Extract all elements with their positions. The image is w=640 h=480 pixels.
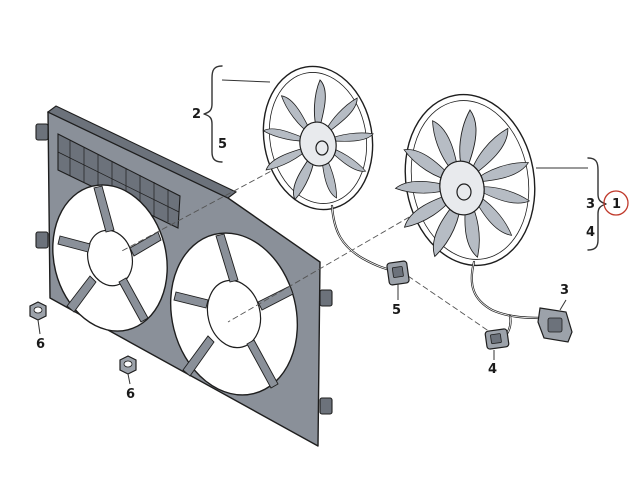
callout-1-highlight: 1 [603,190,629,216]
fan-shroud [35,105,333,447]
brace-left [203,65,271,163]
connector-3 [537,307,573,343]
fan-large [394,93,550,342]
callout-3-connector: 3 [560,283,569,298]
callout-2: 2 [192,107,201,122]
mounting-tab [319,289,333,307]
mounting-tab [35,231,49,249]
shroud-opening-left [52,184,168,332]
callout-6-left: 6 [36,337,45,352]
callout-4-brace: 4 [586,225,595,240]
nut-left [29,301,47,321]
callout-4-connector: 4 [488,362,497,377]
callout-1: 1 [612,197,621,212]
nut-bottom [119,355,137,375]
connector-4 [484,328,510,350]
connector-5 [386,260,410,286]
leader-lines [37,284,567,385]
mounting-tab [35,123,49,141]
callout-5-brace: 5 [218,137,227,152]
mounting-tab [319,397,333,415]
callout-5-connector: 5 [392,303,401,318]
callout-3-brace: 3 [586,197,595,212]
brace-right [536,157,607,251]
fan-small [262,65,400,274]
callout-6-bottom: 6 [126,387,135,402]
shroud-rib-panel [57,133,181,229]
shroud-opening-right [169,232,299,396]
